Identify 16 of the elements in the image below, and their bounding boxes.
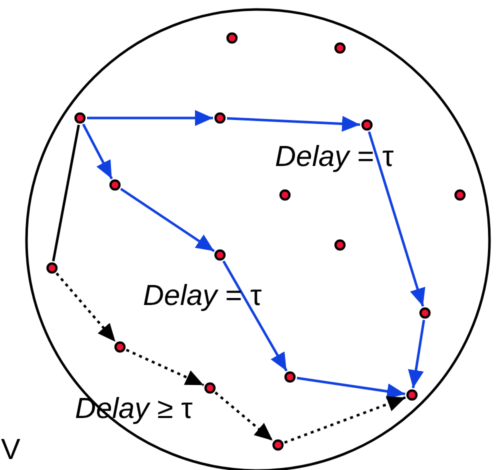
arrow — [82, 124, 113, 180]
arrow — [214, 392, 274, 442]
arrow — [284, 396, 406, 444]
arrow — [222, 260, 288, 372]
arrow — [126, 348, 204, 386]
delay-label: Delay = τ — [275, 143, 394, 172]
arrow — [120, 188, 215, 252]
arrow — [56, 272, 116, 343]
arrow — [87, 110, 213, 126]
arrow — [368, 131, 426, 307]
link-line — [52, 124, 80, 262]
delay-label: Delay = τ — [143, 282, 262, 311]
arrow — [296, 376, 406, 400]
partial-letter: V — [1, 436, 20, 465]
arrow — [226, 116, 360, 132]
arrow — [408, 320, 426, 388]
